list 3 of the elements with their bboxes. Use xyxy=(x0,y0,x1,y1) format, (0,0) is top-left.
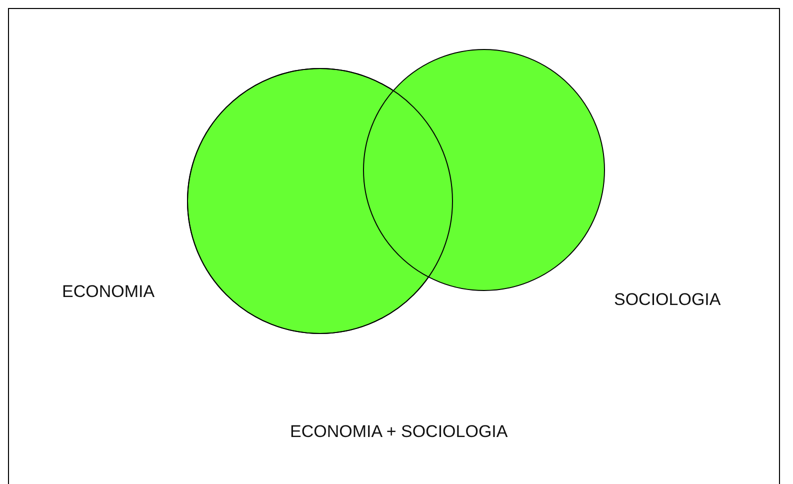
intersection-label: ECONOMIA + SOCIOLOGIA xyxy=(290,422,508,442)
set-label: ECONOMIA xyxy=(62,282,155,302)
set-label: SOCIOLOGIA xyxy=(614,290,721,310)
